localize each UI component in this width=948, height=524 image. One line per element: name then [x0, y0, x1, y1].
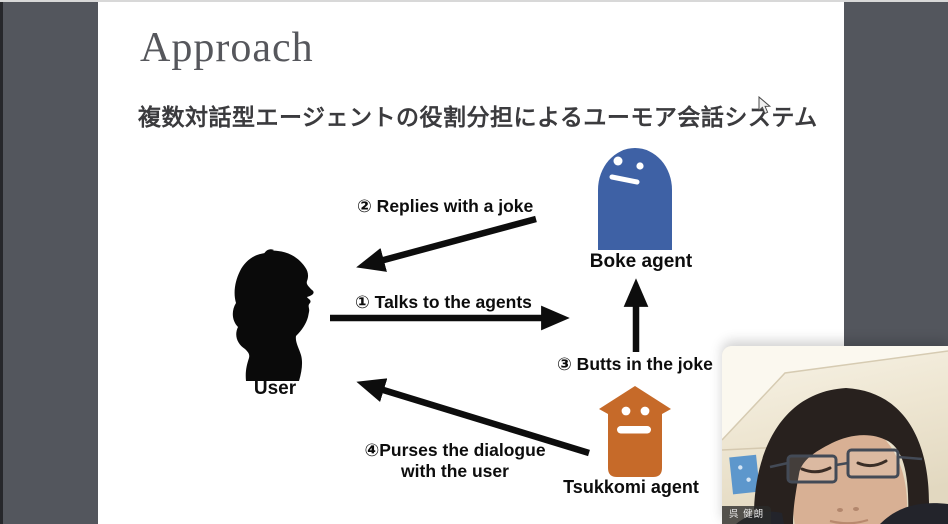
slide-title: Approach: [140, 25, 314, 71]
person-glasses: [769, 448, 923, 484]
webcam-video-frame: [722, 346, 948, 524]
webcam-video-tile[interactable]: 呉 健朗: [722, 346, 948, 524]
label-step4-purses-dialogue: ④Purses the dialogue with the user: [364, 440, 545, 482]
screen-top-edge: [0, 0, 948, 2]
label-step4-line1: ④Purses the dialogue: [364, 440, 546, 460]
label-step2-replies-with-joke: ② Replies with a joke: [357, 196, 534, 216]
ceiling-wall-edge: [722, 350, 948, 441]
screen-left-edge: [0, 2, 3, 524]
label-step3-butts-in-joke: ③ Butts in the joke: [557, 354, 713, 374]
blue-paper-on-wall: [729, 454, 760, 495]
label-user: User: [253, 378, 297, 399]
label-boke-agent: Boke agent: [589, 251, 693, 272]
person-right-eye: [856, 459, 888, 468]
label-step1-talks-to-agents: ① Talks to the agents: [355, 292, 532, 312]
label-tsukkomi-agent: Tsukkomi agent: [563, 477, 699, 497]
person-left-eye: [800, 466, 832, 474]
participant-name-tag: 呉 健朗: [722, 506, 772, 524]
person-mouth: [829, 518, 869, 524]
person-nose: [837, 508, 843, 512]
room-ceiling: [722, 346, 948, 440]
person-right-shoulder: [880, 503, 948, 524]
label-step4-line2: with the user: [401, 461, 509, 481]
person-nose-shadow: [853, 507, 859, 511]
person-hair: [753, 388, 930, 524]
slide-subtitle: 複数対話型エージェントの役割分担によるユーモア会話システム: [138, 104, 818, 130]
